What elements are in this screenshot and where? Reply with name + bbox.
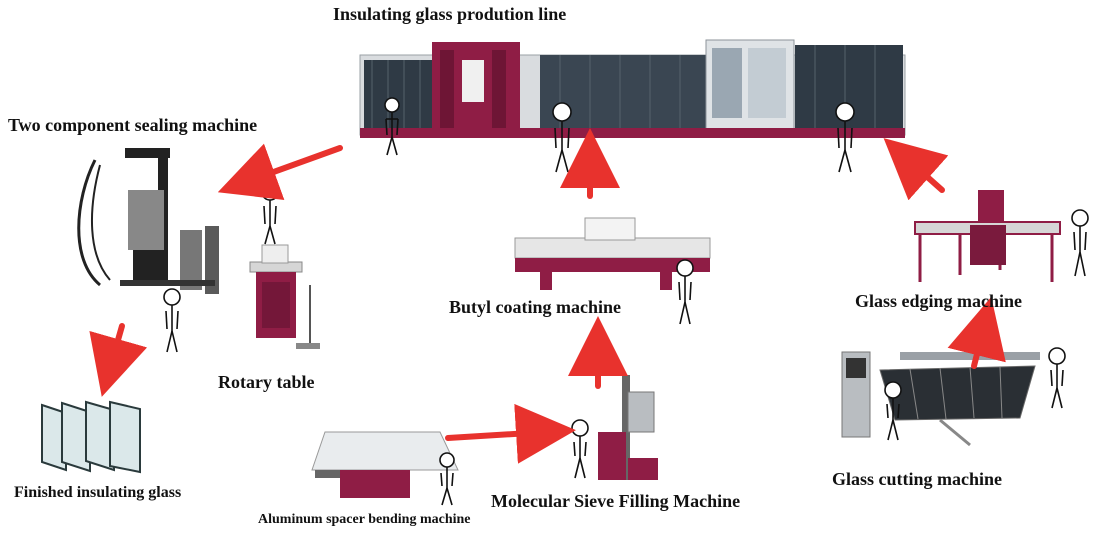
person-figure (835, 102, 855, 173)
arrow-cutting-to-edging (947, 296, 1006, 369)
flow-arrows (89, 128, 1006, 464)
glass-edging-machine (914, 190, 1061, 282)
finished-glass (41, 400, 141, 474)
sealing-machine (77, 148, 219, 294)
label-glass-cutting: Glass cutting machine (832, 469, 1003, 489)
rotary-table (249, 244, 320, 349)
label-sealing-machine: Two component sealing machine (8, 115, 258, 135)
arrow-edging-to-line (883, 138, 949, 201)
person-figure (439, 452, 455, 506)
arrow-line-to-sealing (217, 143, 343, 201)
person-figure (261, 183, 279, 245)
person-figure (163, 288, 181, 353)
spacer-bending-machine (311, 431, 459, 498)
label-rotary-table: Rotary table (218, 372, 315, 392)
label-butyl-coating: Butyl coating machine (449, 297, 622, 317)
arrow-sealing-to-finished (89, 323, 148, 397)
person-figure (552, 102, 572, 173)
molecular-sieve-machine (598, 375, 658, 480)
person-figure (676, 259, 694, 325)
label-finished-glass: Finished insulating glass (14, 484, 182, 501)
person-figure (1071, 209, 1089, 277)
person-figure (1048, 347, 1066, 409)
person-figure (884, 381, 902, 441)
production-line-machine (359, 39, 906, 138)
label-molecular-sieve: Molecular Sieve Filling Machine (491, 491, 741, 511)
arrow-spacer-to-sieve (445, 403, 576, 464)
person-figure (571, 419, 589, 479)
person-figure (384, 97, 400, 156)
label-glass-edging: Glass edging machine (855, 291, 1023, 311)
butyl-coating-machine (514, 217, 711, 290)
label-spacer-bending: Aluminum spacer bending machine (258, 512, 471, 527)
diagram-title: Insulating glass prodution line (333, 4, 567, 24)
glass-cutting-machine (841, 351, 1040, 447)
